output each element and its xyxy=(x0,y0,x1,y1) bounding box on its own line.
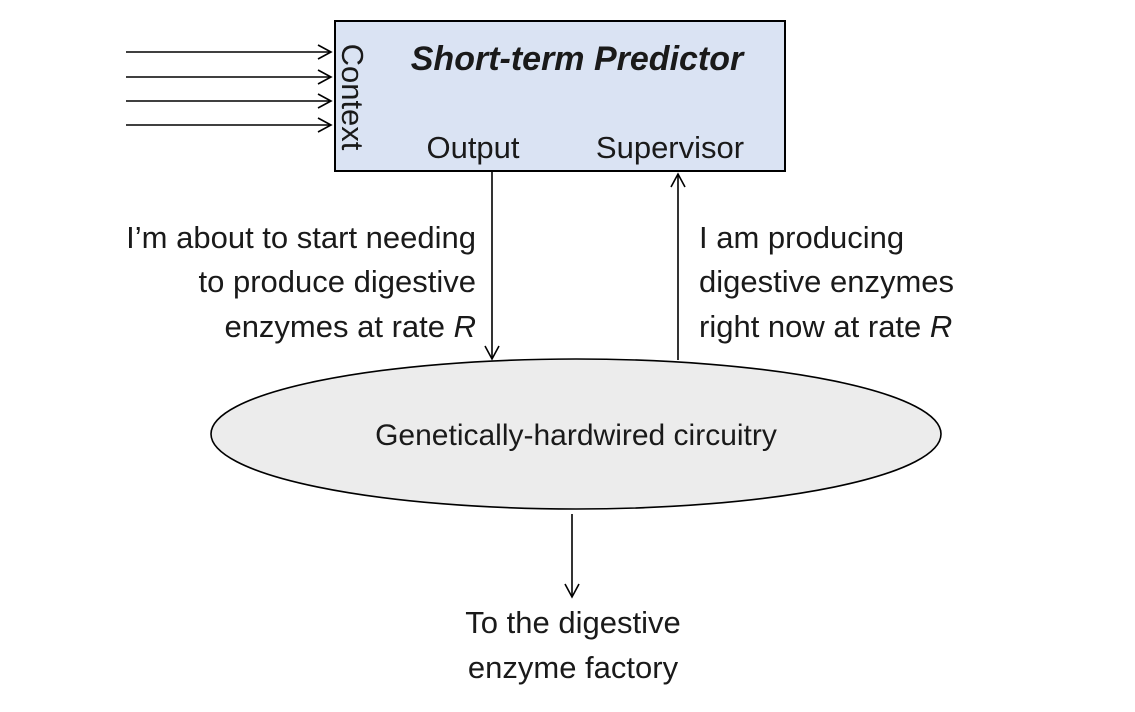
output-label: Output xyxy=(426,130,519,165)
factory-arrow xyxy=(564,514,580,599)
supervisor-label: Supervisor xyxy=(596,130,744,165)
output-message: I’m about to start needing to produce di… xyxy=(126,220,476,344)
supervisor-arrow xyxy=(670,172,686,360)
context-arrow-4 xyxy=(126,117,333,133)
destination-label: To the digestive enzyme factory xyxy=(465,605,680,685)
supervisor-rate-variable: R xyxy=(930,309,952,344)
output-rate-variable: R xyxy=(454,309,476,344)
output-message-line-3: enzymes at rate R xyxy=(224,309,476,344)
destination-line-2: enzyme factory xyxy=(468,650,679,685)
output-arrow xyxy=(484,171,500,361)
predictor-box xyxy=(334,20,786,172)
destination-line-1: To the digestive xyxy=(465,605,680,640)
context-input-arrows xyxy=(126,44,333,133)
context-arrow-2 xyxy=(126,69,333,85)
supervisor-message: I am producing digestive enzymes right n… xyxy=(699,220,954,344)
circuitry-label: Genetically-hardwired circuitry xyxy=(375,419,777,452)
supervisor-message-line-3-text: right now at rate xyxy=(699,309,930,344)
output-message-line-2: to produce digestive xyxy=(199,264,476,299)
circuitry-ellipse xyxy=(210,358,942,510)
supervisor-message-line-2: digestive enzymes xyxy=(699,264,954,299)
supervisor-message-line-1: I am producing xyxy=(699,220,904,255)
output-message-line-1: I’m about to start needing xyxy=(126,220,476,255)
predictor-title: Short-term Predictor xyxy=(411,40,745,78)
supervisor-message-line-3: right now at rate R xyxy=(699,309,952,344)
context-arrow-1 xyxy=(126,44,333,60)
output-message-line-3-text: enzymes at rate xyxy=(224,309,453,344)
context-label: Context xyxy=(335,44,370,151)
context-arrow-3 xyxy=(126,93,333,109)
